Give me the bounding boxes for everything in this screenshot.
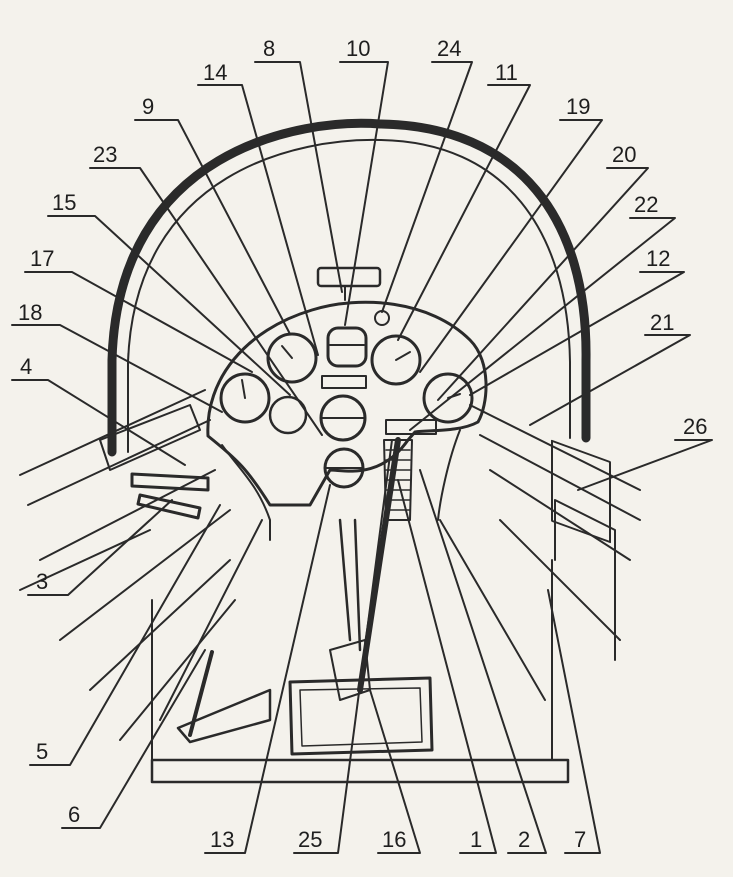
gauge-dial	[266, 332, 318, 384]
callout-17: 17	[30, 246, 54, 271]
leader-lines	[11, 61, 713, 854]
callout-20: 20	[612, 142, 636, 167]
callout-12: 12	[646, 246, 670, 271]
callout-19: 19	[566, 94, 590, 119]
callout-3: 3	[36, 569, 48, 594]
callout-4: 4	[20, 354, 32, 379]
floor-lever	[176, 650, 272, 744]
canopy-frame	[107, 118, 591, 457]
callout-11: 11	[495, 60, 518, 85]
callout-16: 16	[382, 827, 406, 852]
callout-1: 1	[470, 827, 482, 852]
callout-24: 24	[437, 36, 461, 61]
pedal-box	[288, 639, 434, 756]
callout-15: 15	[52, 190, 76, 215]
throttle-grips	[130, 472, 210, 520]
callout-9: 9	[142, 94, 154, 119]
callout-2: 2	[518, 827, 530, 852]
callout-23: 23	[93, 142, 117, 167]
callout-26: 26	[683, 414, 707, 439]
callout-14: 14	[203, 60, 227, 85]
callout-13: 13	[210, 827, 234, 852]
compass-housing	[316, 266, 382, 301]
callout-8: 8	[263, 36, 275, 61]
cockpit-floor	[150, 519, 570, 784]
callout-labels: 8 10 24 14 11 9 19 23 20 15 22 17 12 18 …	[18, 36, 707, 852]
callout-7: 7	[574, 827, 586, 852]
callout-5: 5	[36, 739, 48, 764]
callout-22: 22	[634, 192, 658, 217]
callout-10: 10	[346, 36, 370, 61]
callout-6: 6	[68, 802, 80, 827]
gauges	[219, 310, 474, 489]
callout-25: 25	[298, 827, 322, 852]
callout-21: 21	[650, 310, 674, 335]
right-side-wall	[469, 404, 641, 661]
left-side-wall	[19, 389, 236, 741]
callout-18: 18	[18, 300, 42, 325]
